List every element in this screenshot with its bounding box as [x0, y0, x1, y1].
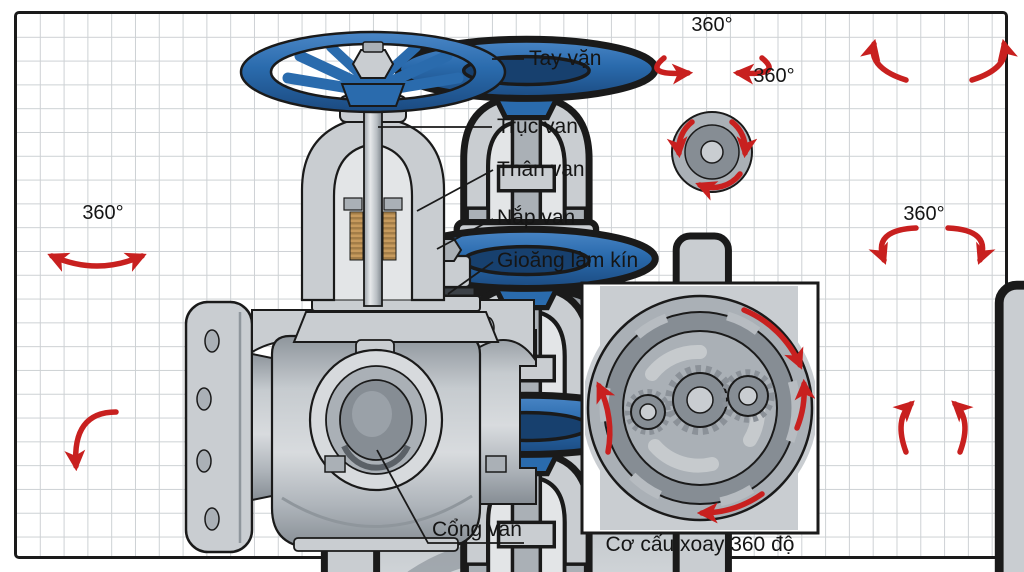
rotation-badge-left-mid: 360° — [82, 202, 124, 224]
rotation-arrow-top-center-left — [654, 55, 694, 85]
rotation-arrow-bottom-left — [64, 409, 119, 472]
valve-port — [308, 348, 507, 492]
main-valve-cutaway — [184, 30, 537, 554]
leader-lines — [376, 58, 524, 544]
gear-mechanism-front-icon — [666, 111, 758, 201]
label-body: Thân van — [497, 158, 585, 181]
planet-gear-left — [625, 389, 671, 435]
rotation-arrow-mid-right-pair — [868, 225, 996, 265]
inset-gear-mechanism — [580, 281, 820, 535]
rotation-badge-right-mid: 360° — [903, 203, 945, 225]
label-stem: Trục van — [497, 115, 578, 138]
label-gasket: Gioăng làm kín — [497, 249, 639, 272]
inset-caption: Cơ cấu xoay 360 độ — [605, 533, 795, 556]
small-valve-top-center — [999, 37, 1024, 572]
rotation-arrow-top-right-pair — [860, 38, 1018, 83]
label-bonnet: Nắp van — [497, 206, 576, 229]
handwheel — [239, 30, 507, 114]
planet-gear-right — [721, 369, 775, 423]
inlet-flange — [184, 300, 254, 554]
rotation-badge-top-center: 360° — [691, 14, 733, 36]
valve-neck — [292, 311, 500, 343]
label-port: Cổng van — [432, 518, 522, 541]
rotation-arrow-top-center-right — [732, 55, 772, 85]
label-handwheel: Tay vặn — [529, 47, 602, 70]
rotation-arrow-mid-left — [47, 252, 147, 272]
rotation-badge-top-center-2: 360° — [753, 65, 795, 87]
rotation-arrow-bottom-right-pair — [892, 400, 974, 455]
